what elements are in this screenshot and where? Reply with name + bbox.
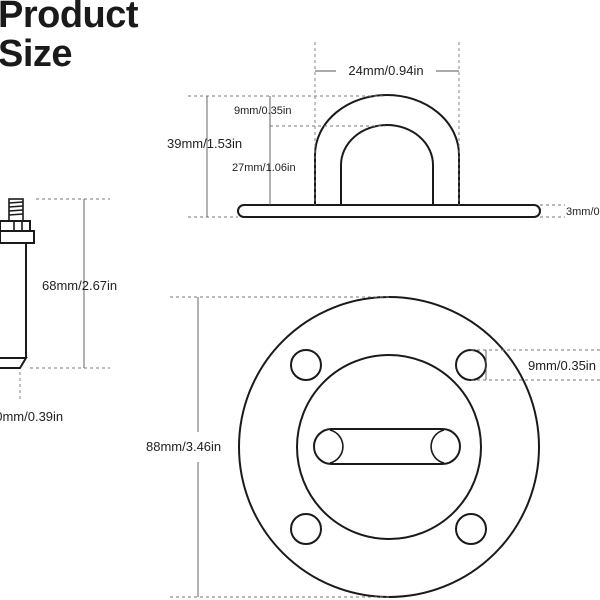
bolt-washer (0, 230, 35, 244)
hole-diameter-dimension: 9mm/0.35in (471, 349, 600, 381)
side-loop-outer (314, 94, 460, 205)
pad-eye-top-view (238, 296, 540, 598)
mounting-hole-top-left (290, 349, 322, 381)
mounting-hole-top-right (455, 349, 487, 381)
bolt-length-label: 68mm/2.67in (42, 278, 117, 293)
bolt-diameter-dimension: 10mm/0.39in (0, 372, 63, 424)
bolt-diameter-label: 10mm/0.39in (0, 409, 63, 424)
plate-thickness-label: 3mm/0.12in (566, 206, 600, 218)
side-base-plate (237, 204, 541, 218)
loop-slot (313, 428, 461, 465)
plate-diameter-label: 88mm/3.46in (146, 439, 221, 454)
loop-thickness-dimension: 9mm/0.35in (234, 96, 385, 127)
loop-inner-dimension: 27mm/1.06in (232, 126, 296, 205)
expansion-bolt (0, 198, 35, 369)
bolt-sleeve (0, 243, 28, 369)
pad-eye-side-view (237, 94, 541, 218)
loop-inner-label: 27mm/1.06in (232, 162, 296, 174)
title-line-2: Size (0, 33, 73, 75)
page-title: Product Size (0, 0, 139, 75)
bolt-nut (0, 220, 31, 232)
side-loop-inner (340, 124, 434, 205)
loop-thickness-label: 9mm/0.35in (234, 105, 291, 117)
height-label: 39mm/1.53in (167, 136, 242, 151)
height-dimension: 39mm/1.53in (167, 95, 385, 218)
plate-thickness-dimension: 3mm/0.12in (540, 204, 600, 218)
top-width-label: 24mm/0.94in (348, 63, 423, 78)
title-line-1: Product (0, 0, 139, 36)
inner-boss (296, 354, 482, 540)
bolt-length-dimension: 68mm/2.67in (30, 198, 117, 369)
outer-plate (238, 296, 540, 598)
hole-diameter-label: 9mm/0.35in (528, 358, 596, 373)
bolt-thread (8, 198, 24, 222)
mounting-hole-bottom-right (455, 513, 487, 545)
mounting-hole-bottom-left (290, 513, 322, 545)
plate-diameter-dimension: 88mm/3.46in (146, 296, 389, 598)
top-width-dimension: 24mm/0.94in (314, 42, 460, 205)
